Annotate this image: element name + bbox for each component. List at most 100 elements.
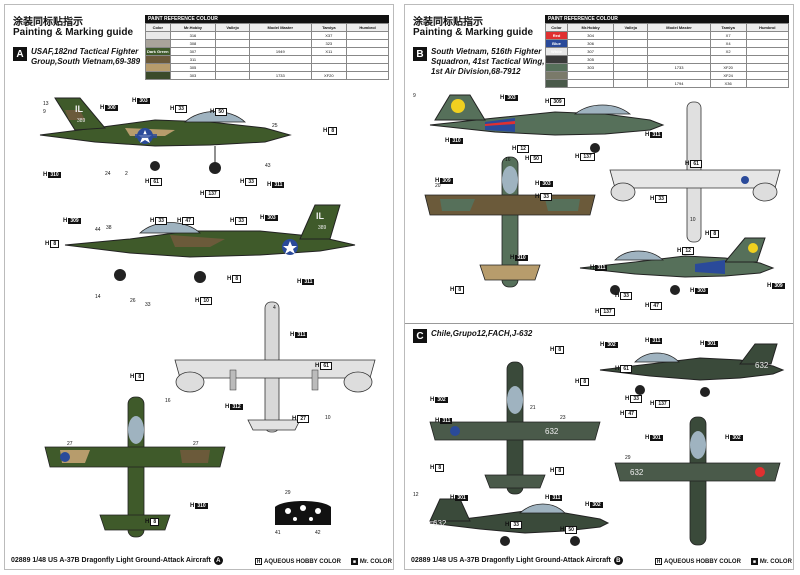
page-right: 涂装同标贴指示 Painting & Marking guide PAINT R… bbox=[404, 4, 794, 570]
table-cell: X11 bbox=[310, 47, 348, 56]
table-cell: 1794 bbox=[647, 79, 711, 88]
color-swatch bbox=[145, 55, 171, 64]
table-cell bbox=[613, 63, 649, 72]
table-row: 311 bbox=[145, 55, 389, 64]
table-cell bbox=[566, 79, 615, 88]
page-left: 涂装同标贴指示 Painting & Marking guide PAINT R… bbox=[4, 4, 394, 570]
table-cell bbox=[346, 71, 389, 80]
aircraft-bottom-view-b bbox=[609, 101, 781, 243]
aircraft-side-view-1: IL 389 bbox=[39, 97, 292, 174]
table-cell: 307 bbox=[566, 47, 615, 56]
table-cell: 305 bbox=[169, 63, 217, 72]
table-cell bbox=[745, 47, 790, 56]
table-caption: PAINT REFERENCE COLOUR bbox=[545, 15, 789, 23]
color-swatch bbox=[145, 39, 171, 48]
table-cell bbox=[215, 71, 251, 80]
table-cell bbox=[745, 63, 790, 72]
aircraft-side-view-b bbox=[429, 94, 665, 153]
section-a-header: A USAF,182nd Tactical Fighter Group,Sout… bbox=[13, 47, 140, 67]
table-cell bbox=[647, 39, 711, 48]
color-swatch bbox=[545, 71, 568, 80]
section-b-header: B South Vietnam, 516th Fighter Squadron,… bbox=[413, 47, 544, 77]
aircraft-side-view-2: IL 389 bbox=[64, 204, 356, 283]
table-cell bbox=[745, 55, 790, 64]
table-cell: XF24 bbox=[709, 71, 747, 80]
en-title: Painting & Marking guide bbox=[13, 27, 134, 38]
table-cell bbox=[346, 55, 389, 64]
table-cell bbox=[249, 63, 312, 72]
section-badge: A bbox=[13, 47, 27, 61]
table-cell: XF20 bbox=[310, 71, 348, 80]
table-cell: 303 bbox=[169, 71, 217, 80]
table-row: 305 bbox=[545, 55, 790, 64]
aircraft-top-view-b bbox=[424, 156, 596, 288]
color-swatch bbox=[545, 55, 568, 64]
zh-title: 涂装同标贴指示 bbox=[413, 17, 483, 28]
color-swatch: Blue bbox=[545, 39, 568, 48]
table-cell bbox=[215, 31, 251, 40]
table-cell bbox=[346, 39, 389, 48]
table-caption: PAINT REFERENCE COLOUR bbox=[145, 15, 389, 23]
table-cell bbox=[745, 71, 790, 80]
tail-number: 632 bbox=[755, 361, 769, 370]
table-cell bbox=[613, 55, 649, 64]
table-header: Tamiya bbox=[310, 23, 348, 32]
en-title: Painting & Marking guide bbox=[413, 27, 534, 38]
table-row: XF24 bbox=[545, 71, 790, 80]
zh-title: 涂装同标贴指示 bbox=[13, 17, 83, 28]
aircraft-side-view-c: 632 bbox=[599, 343, 785, 397]
section-c-header: C Chile,Grupo12,FACH,J-632 bbox=[413, 329, 532, 343]
table-cell: 316 bbox=[169, 31, 217, 40]
section-description: Chile,Grupo12,FACH,J-632 bbox=[431, 329, 533, 338]
tail-code: IL bbox=[75, 104, 84, 114]
section-description: South Vietnam, 516th Fighter Squadron, 4… bbox=[431, 47, 545, 76]
svg-text:632: 632 bbox=[433, 519, 447, 528]
table-cell bbox=[215, 63, 251, 72]
table-cell bbox=[346, 47, 389, 56]
